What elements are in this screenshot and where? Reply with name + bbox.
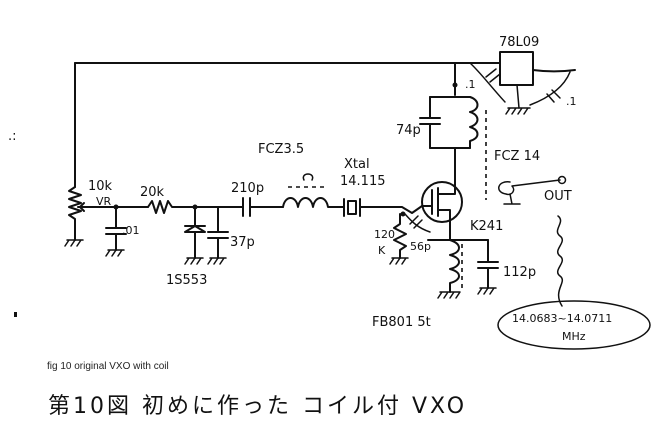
res-20k [147, 200, 244, 214]
xtal-name: Xtal [344, 157, 370, 172]
vr-wiper [79, 202, 93, 212]
regulator-label: 78L09 [499, 35, 539, 50]
freq-callout [497, 300, 651, 350]
varicap-label: 1S553 [166, 273, 207, 288]
res-120k-ground [389, 257, 409, 265]
vr-label: VR [96, 195, 112, 208]
cap-210p-label: 210p [231, 181, 264, 196]
xtal [337, 198, 423, 217]
cap-reg-in-label: .1 [465, 78, 476, 91]
source-line [427, 229, 489, 241]
cap-01-label: .01 [122, 224, 140, 237]
regulator-ground-symbol [505, 107, 531, 115]
cap-112p [477, 239, 499, 289]
xtal-freq: 14.115 [340, 174, 386, 189]
callout-squiggle [556, 215, 564, 307]
res-120k [393, 213, 407, 259]
cap-56p-label: 56p [410, 240, 431, 253]
res-120k-unit: K [378, 244, 386, 257]
fcz35-mark [302, 173, 314, 181]
output-coil [498, 179, 561, 196]
vr-ground [64, 239, 84, 247]
figure-caption: fig 10 original VXO with coil [47, 361, 169, 372]
freq-range: 14.0683~14.0711 [512, 312, 612, 325]
cap-01 [105, 206, 127, 251]
fcz14-label: FCZ 14 [494, 149, 540, 164]
regulator-78l09 [499, 51, 534, 86]
varicap-ground [184, 257, 204, 265]
cap-74p-label: 74p [396, 123, 421, 138]
fet-gate [421, 189, 433, 215]
junction-gate [400, 211, 406, 217]
cap-112p-ground [477, 287, 497, 295]
out-label: OUT [544, 189, 572, 204]
cap-210p [242, 197, 284, 217]
output-coil-ground [503, 193, 521, 205]
cap-37p [194, 206, 229, 259]
varicap-1s553 [184, 206, 206, 259]
cap-01-ground [105, 249, 125, 257]
cap-reg-out [529, 71, 571, 106]
fet-channel [437, 181, 456, 231]
cap-56p [404, 213, 431, 233]
cap-reg-in [469, 62, 506, 103]
regulator-out-wire [532, 69, 576, 73]
res-20k-label: 20k [140, 185, 165, 200]
vr-10k [68, 186, 82, 241]
junction-rail [452, 82, 458, 88]
cap-112p-label: 112p [503, 265, 536, 280]
fb801-ground [437, 291, 461, 299]
fb801-label: FB801 5t [372, 315, 431, 330]
fet-k241 [421, 181, 463, 223]
cap-37p-ground [207, 257, 227, 265]
fcz35-label: FCZ3.5 [258, 142, 304, 157]
coil-fb801 [449, 239, 460, 293]
cap-37p-label: 37p [230, 235, 255, 250]
vr-value: 10k [88, 179, 113, 194]
figure-title: 第10図 初めに作った コイル付 VXO [48, 394, 468, 419]
cap-74p [419, 96, 441, 149]
coil-fcz35 [282, 197, 339, 208]
regulator-ground-wire [516, 84, 520, 109]
stray-mark-bottom [14, 312, 17, 317]
res-120k-value: 120 [374, 228, 395, 241]
fet-label: K241 [470, 219, 503, 234]
cap-reg-out-label: .1 [566, 95, 577, 108]
freq-unit: MHz [562, 330, 586, 343]
tank-coil [469, 96, 479, 149]
out-terminal [557, 175, 567, 185]
stray-mark-top: .: [8, 129, 17, 144]
